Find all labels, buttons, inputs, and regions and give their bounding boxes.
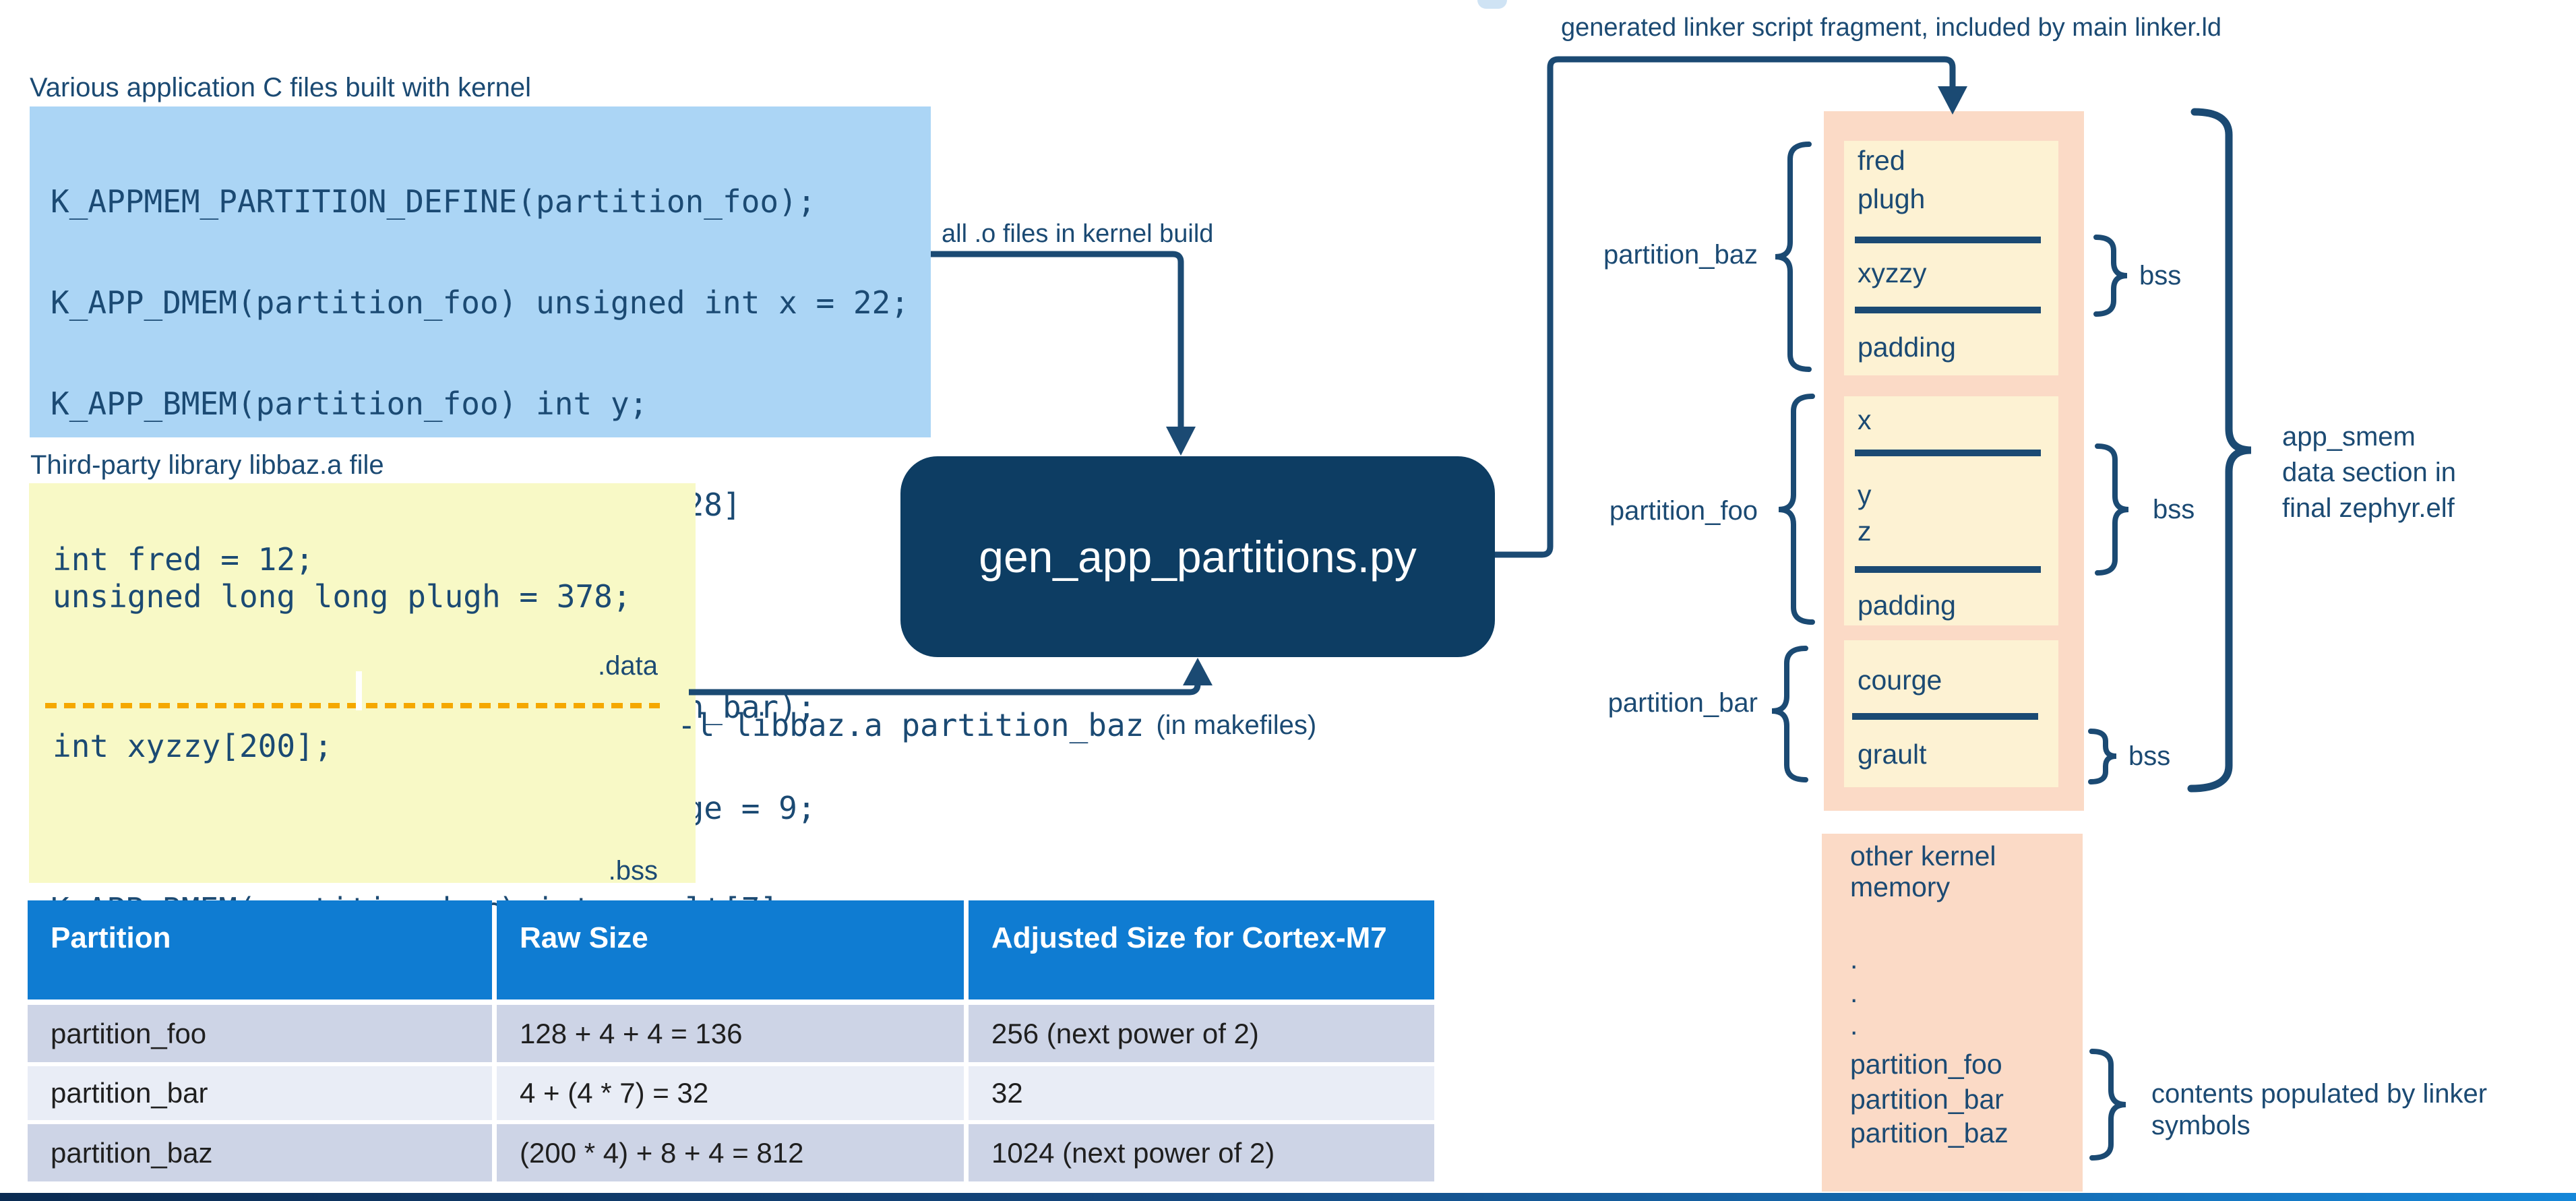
table-cell: 1024 (next power of 2) bbox=[969, 1124, 1434, 1181]
table-header-partition: Partition bbox=[28, 900, 492, 999]
app-smem-note-line: data section in bbox=[2282, 458, 2456, 487]
mem-item-xyzzy: xyzzy bbox=[1858, 257, 1927, 288]
mem-item-padding-baz: padding bbox=[1858, 332, 1956, 363]
gen-app-partitions-title: gen_app_partitions.py bbox=[979, 532, 1417, 582]
makefile-note: (in makefiles) bbox=[1156, 710, 1317, 740]
library-label: Third-party library libbaz.a file bbox=[30, 450, 384, 480]
brace-partition-bar bbox=[1771, 646, 1808, 782]
brace-partition-baz bbox=[1775, 142, 1812, 372]
other-kernel-memory-box: other kernel memory . . . partition_foo … bbox=[1822, 834, 2083, 1192]
mem-item-padding-foo: padding bbox=[1858, 590, 1956, 621]
partition-foo-label: partition_foo bbox=[1609, 496, 1758, 526]
makefile-command-row: -l libbaz.a partition_baz (in makefiles) bbox=[677, 707, 1316, 743]
lib-code-line: int xyzzy[200]; bbox=[53, 728, 333, 764]
arrow-app-to-script bbox=[931, 251, 1184, 438]
app-smem-note: app_smem data section in final zephyr.el… bbox=[2282, 419, 2456, 526]
app-files-label: Various application C files built with k… bbox=[30, 73, 532, 102]
other-kernel-partition: partition_foo bbox=[1850, 1049, 2002, 1080]
table-cell: 32 bbox=[969, 1066, 1434, 1120]
library-code-block: int fred = 12; unsigned long long plugh … bbox=[29, 483, 696, 886]
table-header-adjusted-size: Adjusted Size for Cortex-M7 bbox=[969, 900, 1434, 999]
cropped-shape-artifact bbox=[1477, 0, 1507, 9]
bss-label-foo: bss bbox=[2153, 495, 2195, 524]
mem-item-plugh: plugh bbox=[1858, 183, 1926, 214]
arrow-down-icon bbox=[1938, 86, 1967, 115]
dot-line: . bbox=[1850, 944, 1858, 975]
partition-bar-label: partition_bar bbox=[1607, 688, 1758, 718]
brace-contents-populated bbox=[2089, 1049, 2126, 1161]
table-cell: partition_bar bbox=[28, 1066, 492, 1120]
other-kernel-partition: partition_baz bbox=[1850, 1117, 2008, 1148]
mem-item-courge: courge bbox=[1858, 665, 1942, 696]
mem-item-z: z bbox=[1858, 516, 1872, 547]
code-line: K_APP_BMEM(partition_foo) int y; bbox=[51, 386, 648, 422]
other-kernel-partition: partition_bar bbox=[1850, 1084, 2004, 1115]
table-cell: partition_foo bbox=[28, 1005, 492, 1062]
makefile-command: -l libbaz.a partition_baz bbox=[677, 707, 1144, 743]
brace-bss-baz bbox=[2093, 235, 2128, 317]
app-smem-note-line: final zephyr.elf bbox=[2282, 493, 2455, 523]
lib-code-line: unsigned long long plugh = 378; bbox=[53, 578, 632, 615]
partition-baz-label: partition_baz bbox=[1603, 240, 1758, 270]
all-o-files-label: all .o files in kernel build bbox=[942, 220, 1214, 248]
code-line: K_APP_DMEM(partition_foo) unsigned int x… bbox=[51, 284, 909, 321]
brace-bss-foo bbox=[2095, 443, 2129, 576]
table-cell: 256 (next power of 2) bbox=[969, 1005, 1434, 1062]
table-cell: 128 + 4 + 4 = 136 bbox=[497, 1005, 964, 1062]
brace-partition-foo bbox=[1778, 394, 1815, 625]
data-section-label: .data bbox=[598, 651, 658, 681]
table-cell: (200 * 4) + 8 + 4 = 812 bbox=[497, 1124, 964, 1181]
memory-divider bbox=[1855, 450, 2041, 456]
contents-populated-note: contents populated by linker symbols bbox=[2151, 1078, 2487, 1142]
app-code-block: K_APPMEM_PARTITION_DEFINE(partition_foo)… bbox=[30, 106, 931, 926]
dot-line: . bbox=[1850, 1010, 1858, 1041]
arrow-up-icon bbox=[1183, 658, 1213, 685]
bss-label-bar: bss bbox=[2128, 741, 2171, 771]
mem-item-grault: grault bbox=[1858, 739, 1927, 770]
lib-code-line: int fred = 12; bbox=[53, 541, 314, 578]
app-smem-note-line: app_smem bbox=[2282, 422, 2416, 452]
bracket-app-smem bbox=[2187, 108, 2252, 793]
contents-note-line: symbols bbox=[2151, 1111, 2250, 1140]
code-line: K_APPMEM_PARTITION_DEFINE(partition_foo)… bbox=[51, 183, 816, 220]
bss-label-baz: bss bbox=[2139, 261, 2182, 290]
memory-divider bbox=[1855, 237, 2041, 243]
other-kernel-title-line: memory bbox=[1850, 871, 1951, 902]
gen-app-partitions-box: gen_app_partitions.py bbox=[900, 456, 1495, 657]
text-cursor-artifact bbox=[356, 671, 362, 710]
table-cell: partition_baz bbox=[28, 1124, 492, 1181]
table-header-raw-size: Raw Size bbox=[497, 900, 964, 999]
memory-divider bbox=[1852, 713, 2038, 720]
slide-footer-bar bbox=[0, 1193, 2576, 1201]
mem-item-x: x bbox=[1858, 404, 1872, 435]
mem-item-y: y bbox=[1858, 479, 1872, 510]
contents-note-line: contents populated by linker bbox=[2151, 1079, 2488, 1109]
table-cell: 4 + (4 * 7) = 32 bbox=[497, 1066, 964, 1120]
arrow-down-icon bbox=[1166, 427, 1196, 456]
memory-divider bbox=[1855, 566, 2041, 573]
dot-line: . bbox=[1850, 977, 1858, 1008]
memory-divider bbox=[1855, 307, 2041, 313]
bss-section-label: .bss bbox=[608, 856, 658, 886]
mem-item-fred: fred bbox=[1858, 145, 1905, 176]
other-kernel-title-line: other kernel bbox=[1850, 840, 1996, 871]
generated-fragment-label: generated linker script fragment, includ… bbox=[1561, 13, 2222, 42]
brace-bss-bar bbox=[2088, 729, 2117, 784]
